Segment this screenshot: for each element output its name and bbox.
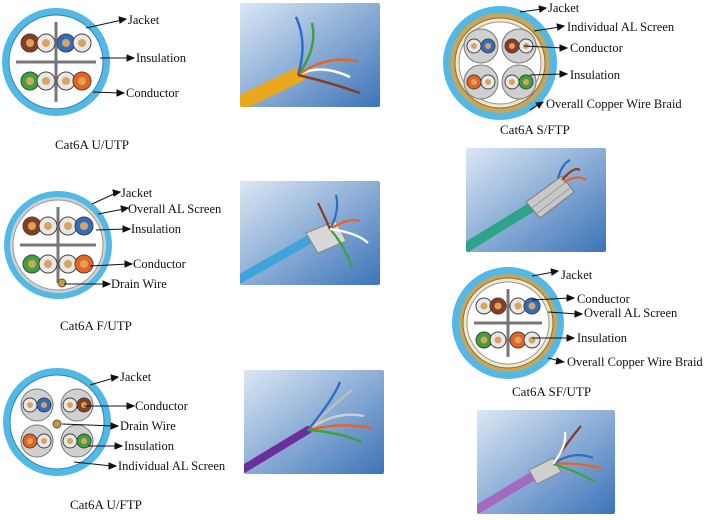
label-jacket: Jacket: [121, 186, 153, 200]
label-conductor: Conductor: [570, 41, 623, 55]
label-insulation: Insulation: [577, 331, 627, 345]
purple-cable-photo: [244, 370, 384, 474]
label-overall-al-screen: Overall AL Screen: [128, 202, 222, 216]
label-drain-wire: Drain Wire: [120, 419, 176, 433]
caption-sf-utp: Cat6A SF/UTP: [512, 384, 592, 399]
label-overall-al-screen: Overall AL Screen: [584, 306, 678, 320]
label-insulation: Insulation: [124, 439, 174, 453]
label-jacket: Jacket: [548, 1, 580, 15]
label-insulation: Insulation: [570, 68, 620, 82]
label-conductor: Conductor: [135, 399, 188, 413]
green-cable-photo: [466, 148, 606, 252]
violet-cable-photo: [477, 410, 615, 514]
label-conductor: Conductor: [126, 86, 179, 100]
label-insulation: Insulation: [136, 51, 186, 65]
caption-s-ftp: Cat6A S/FTP: [500, 122, 570, 137]
label-conductor: Conductor: [577, 292, 630, 306]
label-individual-al-screen: Individual AL Screen: [118, 459, 226, 473]
label-jacket: Jacket: [120, 370, 152, 384]
blue-cable-photo: [240, 181, 380, 285]
yellow-cable-photo: [240, 3, 380, 107]
label-individual-al-screen: Individual AL Screen: [567, 20, 675, 34]
caption-f-utp: Cat6A F/UTP: [60, 318, 132, 333]
label-overall-copper-wire-braid: Overall Copper Wire Braid: [567, 355, 703, 369]
label-insulation: Insulation: [131, 222, 181, 236]
label-conductor: Conductor: [133, 257, 186, 271]
label-overall-copper-wire-braid: Overall Copper Wire Braid: [546, 97, 682, 111]
label-drain-wire: Drain Wire: [111, 277, 167, 291]
caption-u-utp: Cat6A U/UTP: [55, 137, 130, 152]
caption-u-ftp: Cat6A U/FTP: [70, 497, 142, 512]
label-jacket: Jacket: [128, 13, 160, 27]
label-jacket: Jacket: [561, 268, 593, 282]
